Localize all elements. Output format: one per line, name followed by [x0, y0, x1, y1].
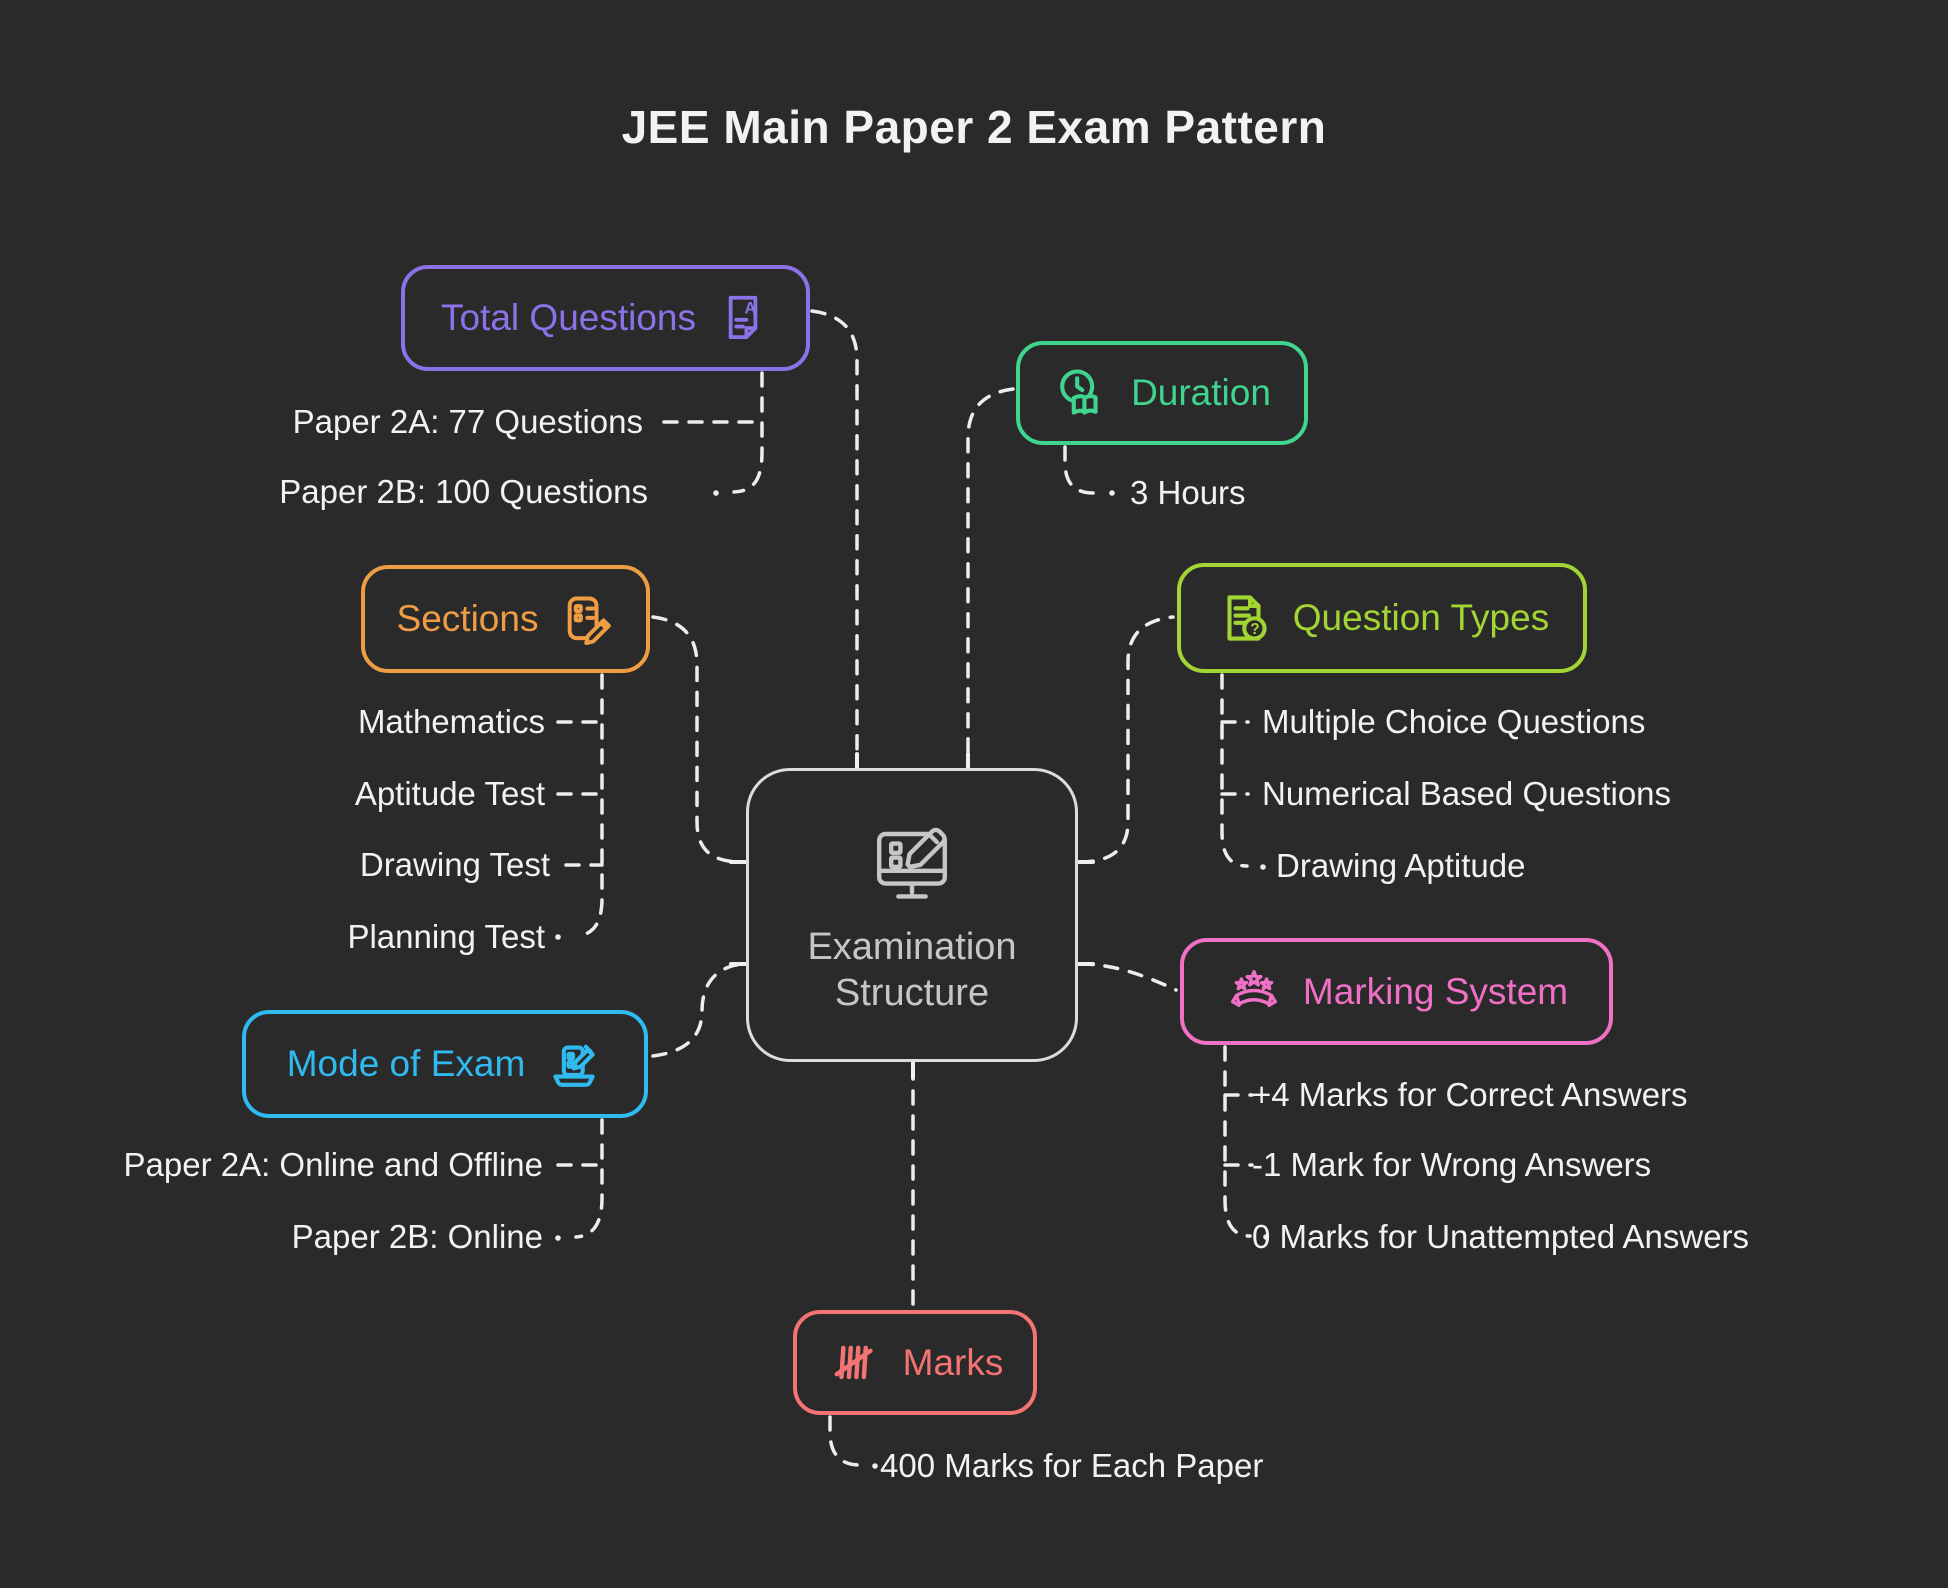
checklist-pencil-icon [568, 596, 612, 646]
node-sections-label: Sections [396, 598, 539, 639]
document-a-icon: A [728, 295, 758, 340]
connector-sections-center [651, 615, 744, 864]
mode-of-exam-item: Paper 2A: Online and Offline [123, 1146, 544, 1183]
connector-sections-dot [555, 934, 561, 940]
sections-item: Drawing Test [359, 846, 550, 883]
connector-question-types-center [1078, 615, 1175, 864]
svg-text:?: ? [1250, 621, 1259, 638]
marking-system-item: 0 Marks for Unattempted Answers [1252, 1218, 1750, 1255]
node-duration: Duration [1016, 341, 1308, 445]
connector-qt-dot [1260, 864, 1266, 870]
node-examination-structure: Examination Structure [746, 768, 1078, 1062]
connector-mode-items [574, 1118, 604, 1239]
sections-item: Planning Test [347, 918, 545, 955]
monitor-pencil-icon [876, 827, 947, 899]
document-question-icon: ? [1227, 595, 1267, 641]
node-question-types-label: Question Types [1292, 597, 1550, 638]
node-duration-label: Duration [1131, 372, 1271, 413]
connector-duration-dot [1109, 490, 1115, 496]
tally-marks-icon [834, 1345, 873, 1379]
connector-tq-dot [713, 490, 719, 496]
node-mode-of-exam: Mode of Exam [242, 1010, 648, 1118]
node-marks: Marks [793, 1310, 1037, 1415]
marks-item: 400 Marks for Each Paper [880, 1447, 1264, 1484]
marking-system-item: -1 Mark for Wrong Answers [1252, 1146, 1652, 1183]
node-marking-system: Marking System [1180, 938, 1613, 1045]
connector-marks-item [828, 1415, 860, 1467]
sections-item: Mathematics [357, 703, 545, 740]
connector-total-questions-center [810, 309, 859, 766]
stars-ribbon-icon [1230, 969, 1277, 1007]
connector-qt-items [1220, 673, 1249, 868]
laptop-pencil-icon [553, 1044, 595, 1087]
node-sections: Sections [361, 565, 650, 673]
connector-marking-items [1223, 1045, 1252, 1238]
connector-duration-center [966, 387, 1015, 766]
marking-system-item: +4 Marks for Correct Answers [1252, 1076, 1688, 1113]
mode-of-exam-item: Paper 2B: Online [291, 1218, 543, 1255]
connector-sections-items [574, 673, 604, 938]
connector-duration-item [1063, 445, 1096, 495]
center-label-line1: Examination [807, 926, 1017, 968]
connector-mode-dot [555, 1235, 561, 1241]
question-types-item: Numerical Based Questions [1262, 775, 1672, 812]
connector-sections-stubs [556, 720, 604, 867]
node-marking-system-label: Marking System [1302, 970, 1569, 1012]
node-question-types: ? Question Types [1177, 563, 1587, 673]
center-label-line2: Structure [834, 972, 990, 1014]
clock-book-icon [1060, 369, 1098, 415]
duration-item: 3 Hours [1130, 474, 1246, 511]
page-title: JEE Main Paper 2 Exam Pattern [621, 101, 1327, 153]
connector-tq-items [732, 371, 764, 494]
svg-text:A: A [744, 300, 756, 318]
total-questions-item: Paper 2A: 77 Questions [292, 403, 643, 440]
total-questions-item: Paper 2B: 100 Questions [279, 473, 648, 510]
question-types-item: Multiple Choice Questions [1262, 703, 1646, 740]
question-types-item: Drawing Aptitude [1276, 847, 1526, 884]
connector-marking-dot [1263, 1234, 1269, 1240]
connector-marks-dot [872, 1463, 878, 1469]
node-total-questions-label: Total Questions [440, 297, 697, 338]
node-total-questions: Total Questions A [401, 265, 810, 371]
connector-qt-stubs [1220, 720, 1250, 796]
connector-marking-center [1078, 962, 1178, 992]
node-mode-of-exam-label: Mode of Exam [286, 1043, 526, 1084]
connector-marking-stubs [1223, 1093, 1254, 1167]
connector-mode-center [651, 962, 746, 1058]
node-marks-label: Marks [902, 1341, 1004, 1383]
sections-item: Aptitude Test [354, 775, 545, 812]
